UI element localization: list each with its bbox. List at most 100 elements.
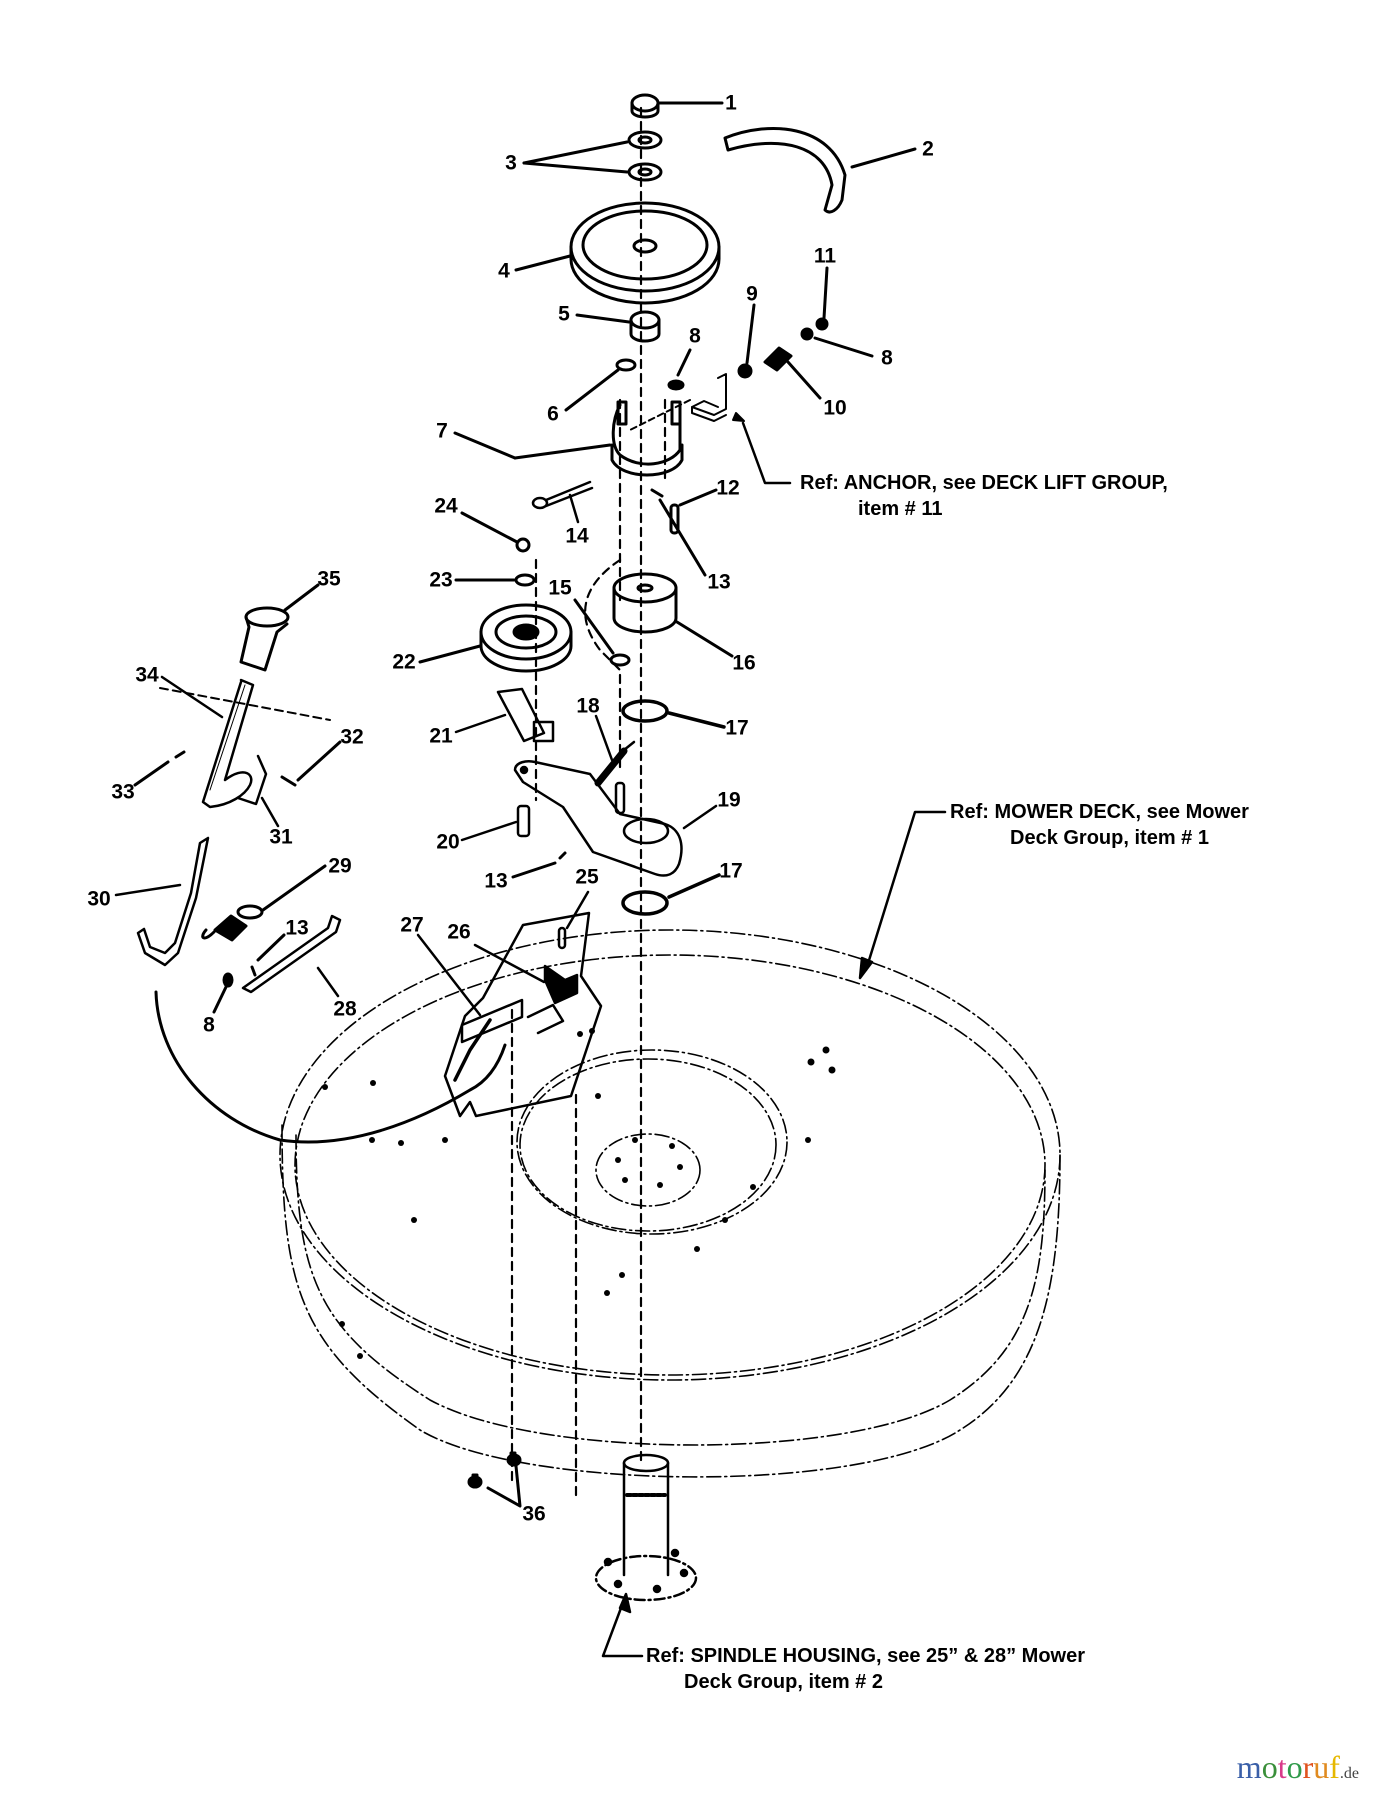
part-4-pulley [514, 201, 721, 305]
part-label-24: 24 [434, 494, 458, 518]
part-3-washers [522, 130, 663, 182]
part-label-9: 9 [746, 282, 758, 306]
part-2-belt-guide [723, 127, 917, 214]
part-13-pin-b [511, 851, 567, 879]
part-33-bolt [133, 750, 186, 787]
wm-letter: o [1261, 1749, 1278, 1785]
part-label-15: 15 [548, 576, 572, 600]
part-label-32: 32 [340, 725, 364, 749]
part-label-36: 36 [522, 1502, 546, 1526]
part-label-1: 1 [725, 91, 737, 115]
part-29-spring [201, 864, 327, 942]
part-8-nut-left [212, 972, 234, 1014]
part-label-29: 29 [328, 854, 352, 878]
part-label-26: 26 [447, 920, 471, 944]
control-cable [154, 990, 507, 1144]
part-21-bracket [454, 687, 555, 743]
part-label-27: 27 [400, 913, 424, 937]
wm-letter: f [1329, 1749, 1340, 1785]
part-9-washer [737, 303, 756, 379]
part-label-10: 10 [823, 396, 847, 420]
part-label-13-c: 13 [285, 916, 309, 940]
part-20-bolt [460, 804, 531, 842]
wm-letter: t [1277, 1749, 1287, 1785]
mower-deck-ref-arrow [858, 810, 947, 980]
part-28-rod [241, 914, 342, 998]
part-label-13-a: 13 [707, 570, 731, 594]
part-7-clutch-bracket [453, 400, 684, 477]
motoruf-watermark-logo: motoruf.de [1237, 1749, 1359, 1786]
anchor-reference-note: Ref: ANCHOR, see DECK LIFT GROUP, item #… [800, 470, 1168, 522]
mower-deck-reference-note: Ref: MOWER DECK, see Mower Deck Group, i… [950, 799, 1249, 851]
spindle-housing [594, 1453, 698, 1602]
part-10-spring [763, 346, 822, 400]
part-19-idler-arm [513, 760, 718, 877]
part-label-35: 35 [317, 567, 341, 591]
part-15-washer [573, 598, 631, 667]
part-18-spring [594, 714, 636, 787]
part-label-22: 22 [392, 650, 416, 674]
part-label-3: 3 [505, 151, 517, 175]
part-6-washer [564, 358, 637, 412]
part-label-30: 30 [87, 887, 111, 911]
wm-suffix: .de [1339, 1765, 1359, 1782]
part-34-lever [159, 675, 331, 809]
wm-letter: r [1302, 1749, 1314, 1785]
part-label-20: 20 [436, 830, 460, 854]
wm-letter: o [1286, 1749, 1303, 1785]
deck-holes [322, 1028, 836, 1359]
mower-deck-ref-line2: Deck Group, item # 1 [1010, 827, 1209, 849]
part-23-washer [454, 573, 536, 587]
part-label-25: 25 [575, 865, 599, 889]
part-label-18: 18 [576, 694, 600, 718]
wm-letter: u [1313, 1749, 1330, 1785]
part-11-nut [815, 266, 829, 331]
mower-deck [279, 929, 1061, 1478]
spindle-ref-arrow [601, 1592, 644, 1658]
part-label-8-left: 8 [203, 1013, 215, 1037]
part-36-bolts [467, 1451, 522, 1508]
part-label-6: 6 [547, 402, 559, 426]
part-label-8-right: 8 [881, 346, 893, 370]
mower-deck-ref-line1: Ref: MOWER DECK, see Mower [950, 801, 1249, 823]
part-26-nut-block [473, 943, 579, 1005]
part-8-washer-top [667, 348, 692, 391]
part-1-nut [630, 93, 724, 119]
spindle-ref-line1: Ref: SPINDLE HOUSING, see 25” & 28” Mowe… [646, 1645, 1086, 1667]
part-13-pin-c [250, 933, 286, 977]
part-label-11: 11 [813, 244, 837, 268]
part-label-14: 14 [565, 524, 589, 548]
part-17-ring-lower [621, 873, 721, 916]
part-12-pin [669, 488, 718, 535]
part-27-mount-plate [416, 911, 603, 1118]
part-label-7: 7 [436, 419, 448, 443]
part-label-23: 23 [429, 568, 453, 592]
part-label-21: 21 [429, 724, 453, 748]
part-label-8-top: 8 [689, 324, 701, 348]
part-32-pin [280, 740, 342, 787]
part-31-clip [236, 754, 280, 828]
part-24-nut [460, 511, 531, 553]
part-label-13-b: 13 [484, 869, 508, 893]
part-17-ring-upper [621, 699, 726, 729]
spindle-ref-line2: Deck Group, item # 2 [684, 1671, 883, 1693]
part-5-bushing [575, 310, 661, 343]
anchor-bracket [629, 373, 792, 485]
part-label-28: 28 [333, 997, 357, 1021]
assembly-axes [510, 106, 667, 1502]
part-label-16: 16 [732, 651, 756, 675]
anchor-ref-line1: Ref: ANCHOR, see DECK LIFT GROUP, [800, 472, 1168, 494]
part-16-spacer [612, 572, 734, 658]
part-label-19: 19 [717, 788, 741, 812]
part-35-knob [239, 583, 320, 672]
part-label-12: 12 [716, 476, 740, 500]
anchor-ref-line2: item # 11 [858, 498, 943, 520]
part-label-17-lower: 17 [719, 859, 743, 883]
part-label-31: 31 [269, 825, 293, 849]
part-label-5: 5 [558, 302, 570, 326]
part-label-17-upper: 17 [725, 716, 749, 740]
part-22-idler-pulley [418, 603, 573, 673]
part-label-2: 2 [922, 137, 934, 161]
part-label-4: 4 [498, 259, 510, 283]
